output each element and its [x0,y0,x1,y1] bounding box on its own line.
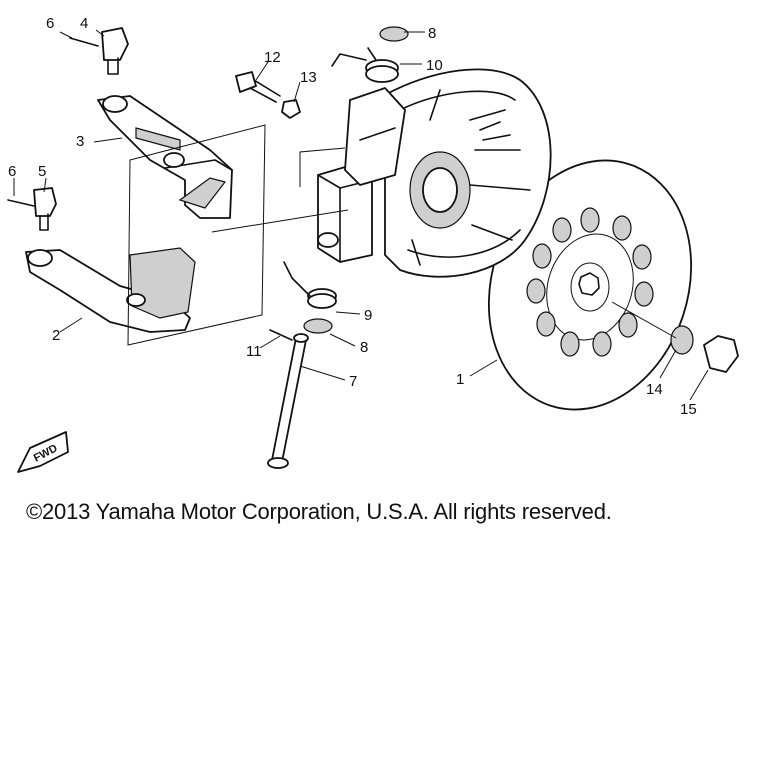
callout-2: 2 [52,327,60,344]
brake-housing [317,68,552,278]
callout-14: 14 [646,381,663,398]
pin-upper [69,37,99,47]
pin-lower [7,199,35,207]
exploded-parts-diagram: FWD 1 2 3 4 5 6 6 7 8 8 9 10 11 12 [7,15,739,473]
callout-13: 13 [300,69,317,86]
callout-10: 10 [426,57,443,74]
callout-15: 15 [680,401,697,418]
spring-lower [283,261,337,309]
callout-7: 7 [349,373,357,390]
callout-numbers: 1 2 3 4 5 6 6 7 8 8 9 10 11 12 13 14 15 [8,15,697,418]
callout-11: 11 [246,343,262,360]
copyright-notice: ©2013 Yamaha Motor Corporation, U.S.A. A… [26,499,612,524]
callout-6a: 6 [46,15,54,32]
disc-nut [703,335,739,373]
assembly-outline [127,124,266,346]
upper-bracket [97,95,233,219]
spring-upper [331,47,399,83]
callout-4: 4 [80,15,88,32]
nut [281,99,301,119]
callout-5: 5 [38,163,46,180]
washer-disc [670,325,694,355]
adjuster-block-upper [101,27,129,75]
callout-8a: 8 [428,25,436,42]
lower-bracket [25,247,196,333]
washer-lower [303,318,333,334]
bolt [235,71,281,103]
callout-8b: 8 [360,339,368,356]
callout-9: 9 [364,307,372,324]
cotter-pin [269,329,293,341]
callout-12: 12 [264,49,281,66]
callout-3: 3 [76,133,84,150]
callout-1: 1 [456,371,464,388]
callout-6b: 6 [8,163,16,180]
leader-lines [13,29,709,401]
brake-disc [487,159,693,411]
washer-upper [379,26,409,42]
pivot-shaft [267,333,309,469]
adjuster-block-lower [33,187,57,231]
forward-direction-mark: FWD [17,431,69,473]
